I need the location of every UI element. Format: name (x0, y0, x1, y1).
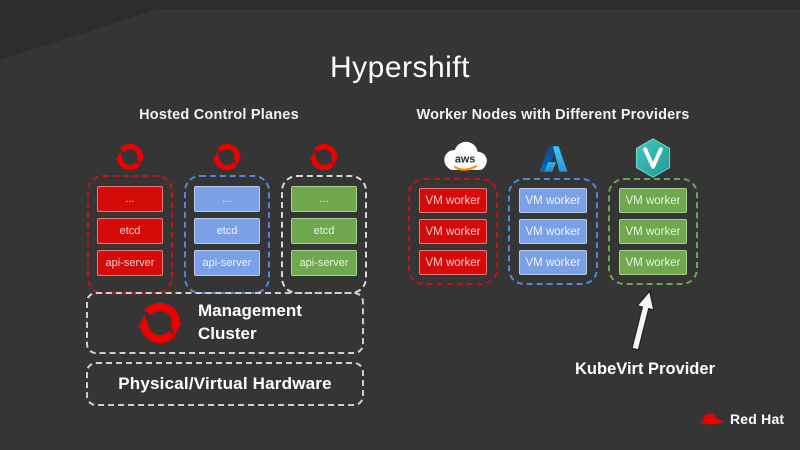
worker-frame: VM worker VM worker VM worker (608, 178, 698, 285)
control-plane-column-blue: ... etcd api-server (184, 142, 270, 294)
vm-worker-box: VM worker (519, 250, 587, 275)
etcd-box: etcd (97, 218, 163, 244)
vm-worker-box: VM worker (619, 250, 687, 275)
api-server-box: api-server (194, 250, 260, 276)
etcd-box: etcd (194, 218, 260, 244)
worker-column-kubevirt: VM worker VM worker VM worker (608, 138, 698, 285)
kubevirt-provider-label: KubeVirt Provider (575, 360, 715, 378)
worker-nodes-heading: Worker Nodes with Different Providers (416, 107, 690, 123)
control-plane-column-green: ... etcd api-server (281, 142, 367, 294)
kubevirt-hexagon-icon (608, 138, 698, 178)
component-box: ... (97, 186, 163, 212)
openshift-logo-icon (137, 300, 183, 346)
page-title: Hypershift (329, 51, 471, 84)
worker-frame: VM worker VM worker VM worker (408, 178, 498, 285)
azure-a-icon (508, 140, 598, 178)
vm-worker-box: VM worker (419, 250, 487, 275)
management-cluster-frame: Management Cluster (86, 292, 364, 354)
api-server-box: api-server (291, 250, 357, 276)
red-hat-logo: Red Hat (698, 410, 784, 428)
hosted-control-planes-heading: Hosted Control Planes (139, 107, 299, 123)
vm-worker-box: VM worker (619, 219, 687, 244)
red-fedora-icon (698, 410, 724, 428)
up-arrow-icon (631, 290, 655, 351)
openshift-logo-icon (281, 142, 367, 175)
top-accent-strip (0, 0, 800, 9)
vm-worker-box: VM worker (619, 188, 687, 213)
component-box: ... (194, 186, 260, 212)
aws-wordmark: aws (455, 154, 476, 166)
vm-worker-box: VM worker (419, 219, 487, 244)
vm-worker-box: VM worker (519, 219, 587, 244)
etcd-box: etcd (291, 218, 357, 244)
api-server-box: api-server (97, 250, 163, 276)
management-cluster-label: Management Cluster (198, 301, 302, 343)
vm-worker-box: VM worker (419, 188, 487, 213)
control-plane-frame: ... etcd api-server (281, 175, 367, 294)
control-plane-frame: ... etcd api-server (184, 175, 270, 294)
worker-frame: VM worker VM worker VM worker (508, 178, 598, 285)
openshift-logo-icon (184, 142, 270, 175)
brand-wordmark: Red Hat (730, 411, 785, 427)
hardware-label: Physical/Virtual Hardware (118, 374, 332, 393)
worker-column-azure: VM worker VM worker VM worker (508, 140, 598, 285)
aws-cloud-icon: aws (408, 140, 498, 178)
hardware-frame: Physical/Virtual Hardware (86, 362, 364, 406)
worker-column-aws: aws VM worker VM worker VM worker (408, 140, 498, 285)
control-plane-column-red: ... etcd api-server (87, 142, 173, 294)
openshift-logo-icon (87, 142, 173, 175)
vm-worker-box: VM worker (519, 188, 587, 213)
component-box: ... (291, 186, 357, 212)
control-plane-frame: ... etcd api-server (87, 175, 173, 294)
